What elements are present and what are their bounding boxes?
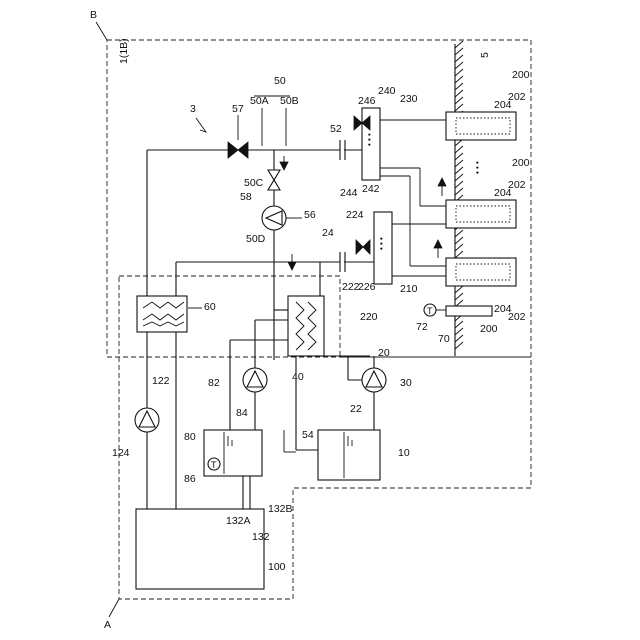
label-246: 246 (358, 95, 376, 107)
label-202-lower: 202 (508, 311, 526, 323)
borehole-middle (446, 200, 516, 228)
valve-57 (228, 142, 248, 158)
heat-exchanger-60 (137, 296, 187, 332)
label-132: 132 (252, 531, 270, 543)
pump-124 (135, 408, 159, 432)
tank-80-sensor: T (211, 460, 217, 470)
label-230: 230 (400, 93, 418, 105)
label-200-upper: 200 (512, 69, 530, 81)
label-80: 80 (184, 431, 196, 443)
header-220: • • • (374, 212, 392, 284)
label-202-middle: 202 (508, 179, 526, 191)
label-50c: 50C (244, 177, 264, 189)
label-3: 3 (190, 103, 196, 115)
pump-56 (262, 206, 286, 230)
label-200-lower: 200 (480, 323, 498, 335)
borehole-upper (446, 112, 516, 140)
label-200-middle: 200 (512, 157, 530, 169)
label-124: 124 (112, 447, 130, 459)
region-a-label: A (104, 619, 111, 631)
label-86: 86 (184, 473, 196, 485)
label-20: 20 (378, 347, 390, 359)
pump-30 (362, 368, 386, 392)
label-224: 224 (346, 209, 364, 221)
region-b-leader (96, 22, 107, 40)
svg-text:• • •: • • • (377, 237, 386, 250)
label-220: 220 (360, 311, 378, 323)
label-210: 210 (400, 283, 418, 295)
label-50b: 50B (280, 95, 299, 107)
borehole-ellipsis: • • • (473, 161, 482, 174)
label-57: 57 (232, 103, 244, 115)
label-84: 84 (236, 407, 248, 419)
label-50a: 50A (250, 95, 269, 107)
region-b-label: B (90, 9, 97, 21)
label-202-upper: 202 (508, 91, 526, 103)
label-70: 70 (438, 333, 450, 345)
label-226: 226 (358, 281, 376, 293)
tank-80: T (204, 430, 262, 476)
label-242: 242 (362, 183, 380, 195)
label-240: 240 (378, 85, 396, 97)
label-72: 72 (416, 321, 428, 333)
header-240: • • • (362, 108, 380, 180)
svg-text:• • •: • • • (365, 133, 374, 146)
system-label: 1(1B) (118, 38, 130, 64)
label-10: 10 (398, 447, 410, 459)
label-52: 52 (330, 123, 342, 135)
label-22: 22 (350, 403, 362, 415)
label-50d: 50D (246, 233, 266, 245)
tank-10 (318, 430, 380, 480)
borehole-lower (446, 258, 516, 286)
temperature-probe-70: T (424, 304, 492, 316)
label-100: 100 (268, 561, 286, 573)
label-132b: 132B (268, 503, 293, 515)
svg-text:T: T (427, 306, 433, 316)
region-a-leader (109, 599, 119, 617)
label-244: 244 (340, 187, 358, 199)
pump-82 (243, 368, 267, 392)
label-82: 82 (208, 377, 220, 389)
ground-label: 5 (479, 52, 491, 58)
label-40: 40 (292, 371, 304, 383)
valve-226 (356, 240, 370, 254)
label-122: 122 (152, 375, 170, 387)
label-50: 50 (274, 75, 286, 87)
label-58: 58 (240, 191, 252, 203)
label-56: 56 (304, 209, 316, 221)
heat-exchanger-40 (288, 296, 324, 356)
label-132a: 132A (226, 515, 251, 527)
label-30: 30 (400, 377, 412, 389)
label-54: 54 (302, 429, 314, 441)
label-24: 24 (322, 227, 334, 239)
label-60: 60 (204, 301, 216, 313)
valve-58 (268, 170, 280, 190)
